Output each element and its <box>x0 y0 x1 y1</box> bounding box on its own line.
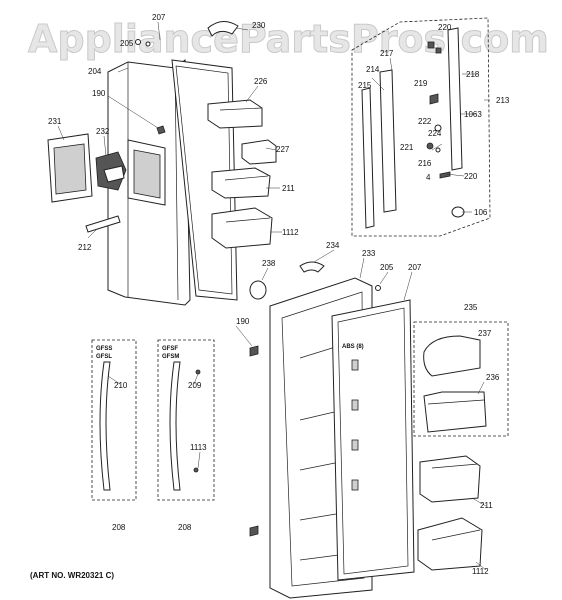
label-220-bottom: 220 <box>464 172 478 181</box>
label-4: 4 <box>426 173 431 182</box>
screw-205[interactable] <box>135 39 151 47</box>
bin-assembly-box <box>413 321 509 437</box>
label-215: 215 <box>358 81 372 90</box>
label-1112: 1112 <box>282 228 299 237</box>
label-207: 207 <box>152 13 166 22</box>
bin-236[interactable] <box>423 391 487 433</box>
small-parts-cluster[interactable] <box>426 41 451 179</box>
label-235: 235 <box>464 303 478 312</box>
label-221: 221 <box>400 143 414 152</box>
watermark: AppliancePartsPros.com <box>28 17 549 61</box>
bin-cover-237[interactable] <box>423 335 481 377</box>
hinge-cover-234[interactable] <box>299 261 325 273</box>
label-204: 204 <box>88 67 102 76</box>
door-bin-227[interactable] <box>241 139 277 165</box>
leader-lines <box>57 21 490 571</box>
dispenser-lever[interactable] <box>85 215 121 233</box>
label-205: 205 <box>120 39 134 48</box>
label-106: 106 <box>474 208 488 217</box>
label-220-top: 220 <box>438 23 452 32</box>
label-205-mid: 205 <box>380 263 394 272</box>
label-234: 234 <box>326 241 340 250</box>
label-208-right: 208 <box>178 523 192 532</box>
label-211: 211 <box>282 184 295 193</box>
handle-box-left <box>91 339 137 501</box>
label-210: 210 <box>114 381 128 390</box>
trim-215[interactable] <box>361 87 375 229</box>
label-238: 238 <box>262 259 276 268</box>
label-218: 218 <box>466 70 480 79</box>
handle-209[interactable] <box>169 361 201 491</box>
handle-210[interactable] <box>99 361 111 491</box>
label-227: 227 <box>276 145 290 154</box>
label-222: 222 <box>418 117 432 126</box>
label-212: 212 <box>78 243 92 252</box>
label-gfss: GFSS <box>96 346 112 352</box>
label-1113: 1113 <box>190 443 207 452</box>
label-208-left: 208 <box>112 523 126 532</box>
label-gfsl: GFSL <box>96 354 112 360</box>
screw-190-top[interactable] <box>156 125 166 135</box>
label-211-bottom: 211 <box>480 501 493 510</box>
label-209: 209 <box>188 381 202 390</box>
hinge-bar-218[interactable] <box>447 27 463 171</box>
screw-190-mid[interactable] <box>249 345 259 357</box>
label-1063: 1063 <box>464 110 482 119</box>
label-214: 214 <box>366 65 380 74</box>
label-237: 237 <box>478 329 492 338</box>
hinge-assembly-box <box>351 17 491 237</box>
label-232: 232 <box>96 127 110 136</box>
freezer-door-panel[interactable] <box>107 58 191 306</box>
label-gfsm: GFSM <box>162 354 179 360</box>
dispenser-module[interactable] <box>95 151 127 191</box>
screw-205-mid[interactable] <box>375 285 381 291</box>
fresh-food-door-gasket[interactable] <box>331 299 415 581</box>
label-236: 236 <box>486 373 500 382</box>
label-abs: ABS (8) <box>342 344 364 350</box>
art-number: (ART NO. WR20321 C) <box>30 571 114 580</box>
label-213: 213 <box>496 96 510 105</box>
label-1112-bottom: 1112 <box>472 567 489 576</box>
label-233: 233 <box>362 249 376 258</box>
label-224: 224 <box>428 129 442 138</box>
label-230: 230 <box>252 21 266 30</box>
label-216: 216 <box>418 159 432 168</box>
door-bin-211-top[interactable] <box>211 167 271 199</box>
label-190: 190 <box>92 89 106 98</box>
door-bin-1112-bottom[interactable] <box>417 517 483 571</box>
badge-238[interactable] <box>249 280 267 300</box>
label-226: 226 <box>254 77 268 86</box>
dispenser-cover[interactable] <box>47 133 93 203</box>
screw-bottom[interactable] <box>249 525 259 537</box>
hinge-strip-214[interactable] <box>379 69 397 213</box>
label-207-mid: 207 <box>408 263 422 272</box>
door-bin-226[interactable] <box>207 99 263 129</box>
label-gfsf: GFSF <box>162 346 178 352</box>
door-bin-1112-top[interactable] <box>211 207 273 249</box>
hinge-cover[interactable] <box>207 21 239 37</box>
door-bin-211-bottom[interactable] <box>419 455 481 503</box>
label-190-mid: 190 <box>236 317 250 326</box>
label-231: 231 <box>48 117 62 126</box>
handle-box-right <box>157 339 215 501</box>
label-217: 217 <box>380 49 394 58</box>
label-219: 219 <box>414 79 428 88</box>
